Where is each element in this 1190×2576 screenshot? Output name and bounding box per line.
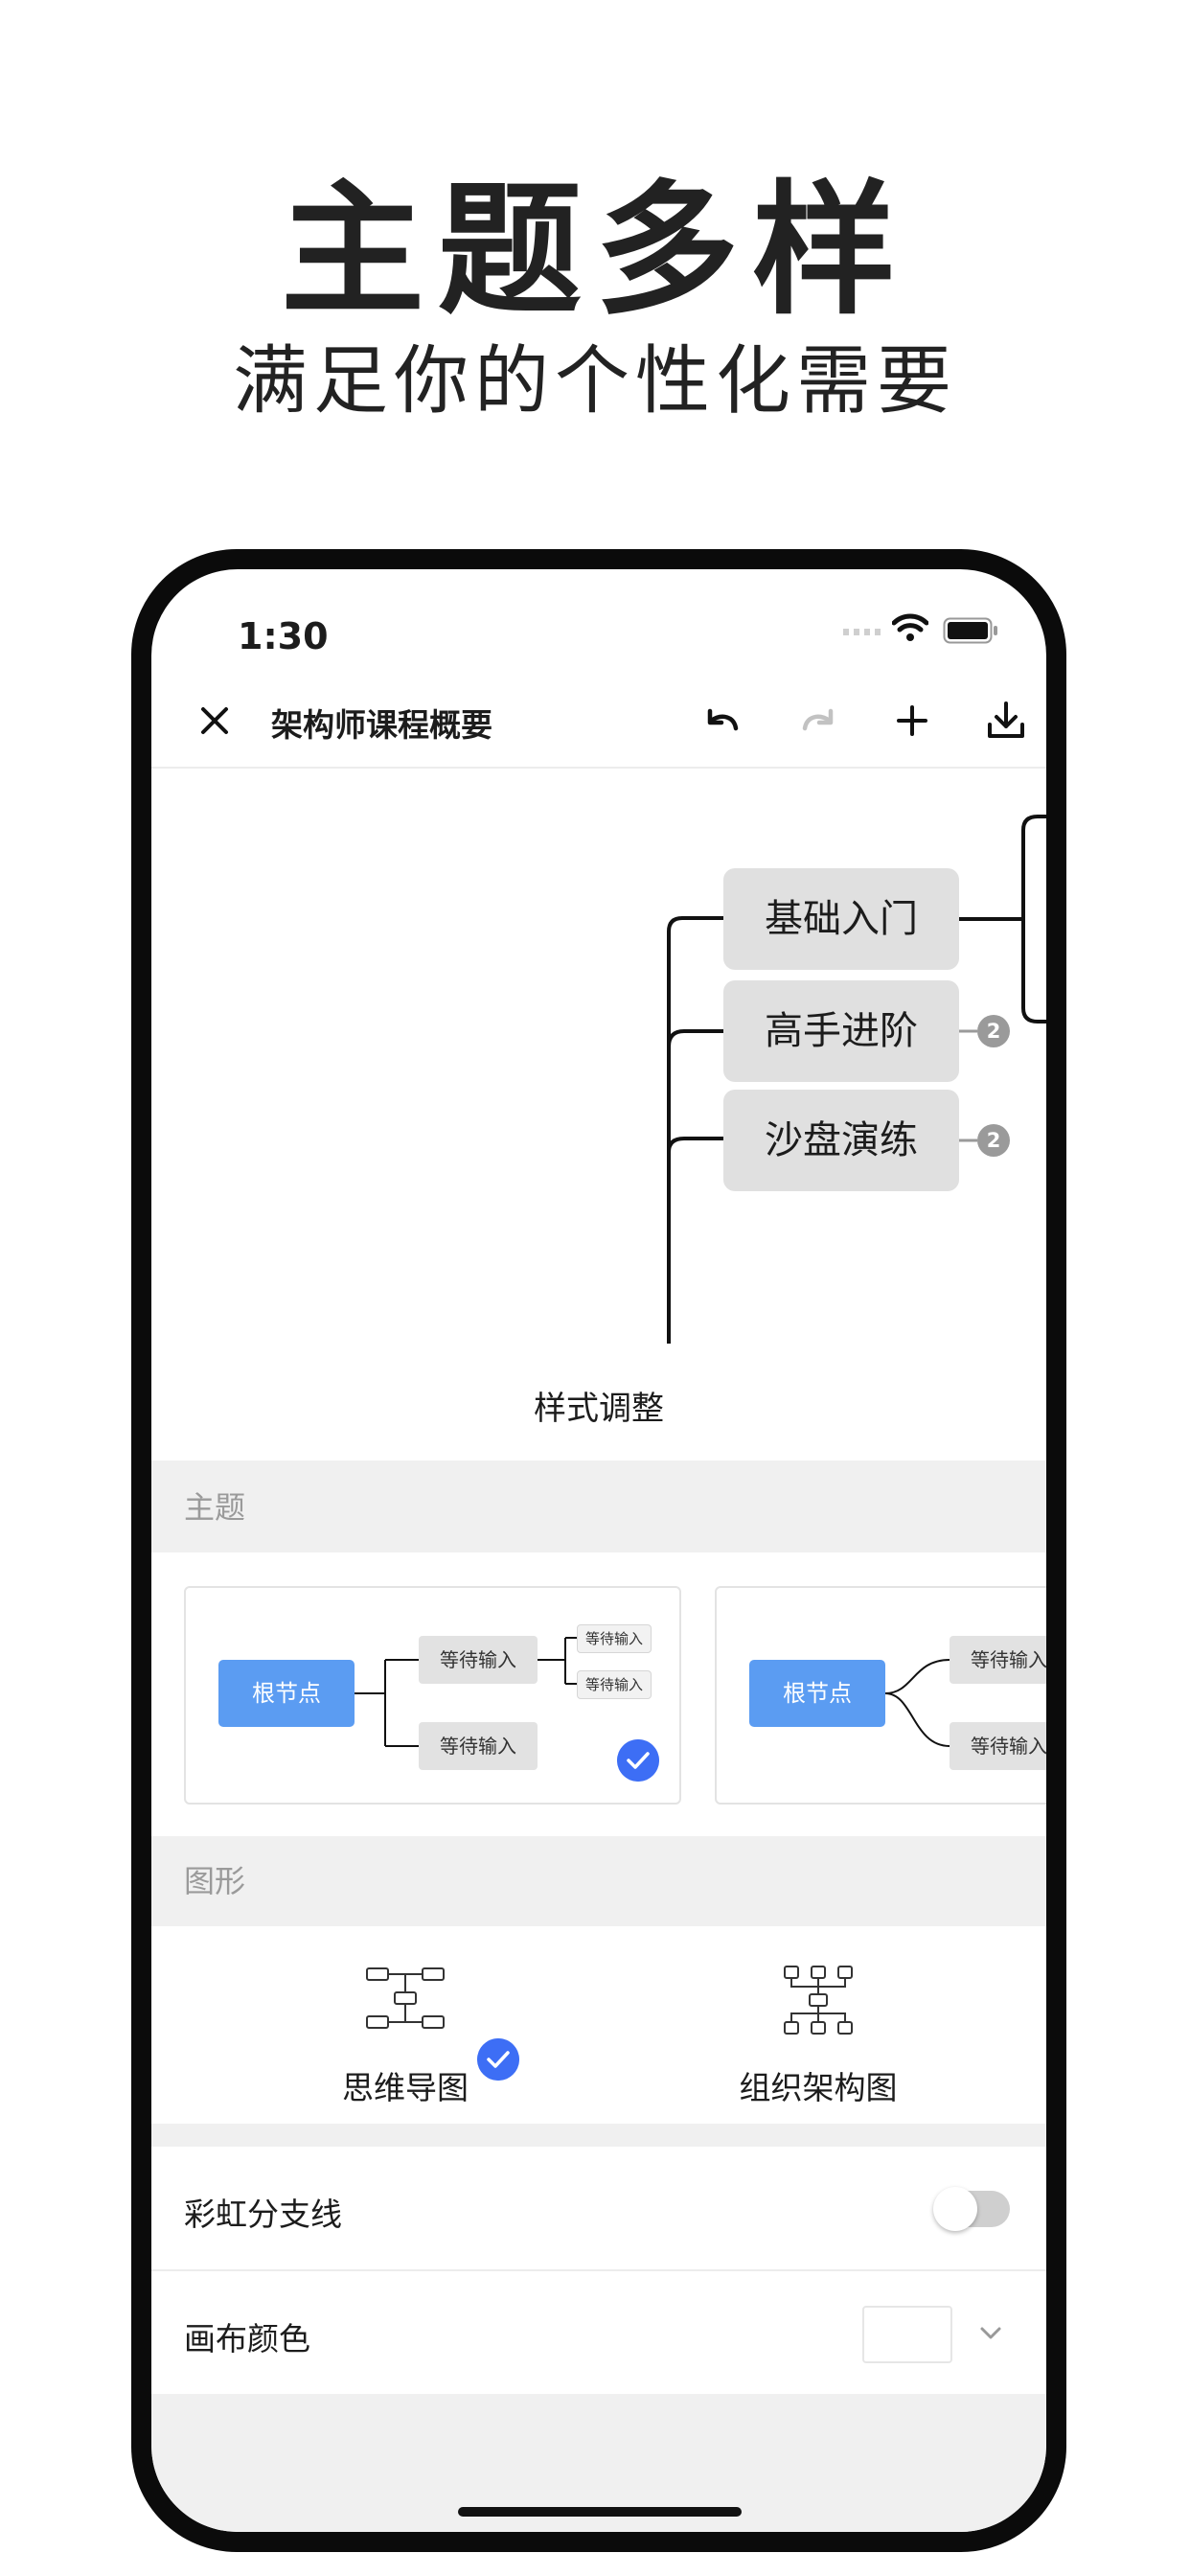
promo-title: 主题多样 (280, 168, 909, 334)
promo-subtitle: 满足你的个性化需要 (232, 338, 957, 425)
theme-list[interactable]: 根节点 等待输入 等待输入 等待输入 等待输入 根节点 等待输入 等待输入 (151, 1552, 1046, 1836)
theme-leaf: 等待输入 (950, 1722, 1046, 1770)
style-sheet: 样式调整 主题 根节点 等待输入 等待输入 等待输入 等待输入 (151, 1357, 1046, 2532)
shape-options: 思维导图 组织架构图 (151, 1926, 1046, 2124)
theme-card-selected[interactable]: 根节点 等待输入 等待输入 等待输入 等待输入 (184, 1586, 681, 1805)
nav-bar: 架构师课程概要 (151, 675, 1046, 769)
signal-icon (843, 629, 881, 635)
rainbow-branch-toggle[interactable] (933, 2187, 1010, 2231)
status-time: 1:30 (238, 615, 329, 657)
shape-option-mindmap[interactable]: 思维导图 (281, 1965, 530, 2106)
theme-leaf: 等待输入 (419, 1636, 538, 1684)
theme-leaf: 等待输入 (419, 1722, 538, 1770)
download-icon[interactable] (983, 698, 1029, 744)
wifi-icon (892, 613, 928, 641)
child-count-badge[interactable]: 2 (977, 1015, 1010, 1047)
chevron-down-icon[interactable] (977, 2319, 1004, 2346)
sheet-title: 样式调整 (151, 1357, 1046, 1460)
child-count-badge[interactable]: 2 (977, 1124, 1010, 1157)
phone-screen: 1:30 架构师课程概要 (151, 569, 1046, 2532)
redo-icon[interactable] (795, 698, 841, 744)
add-icon[interactable] (889, 698, 935, 744)
shape-label: 组织架构图 (739, 2069, 898, 2106)
selected-check-icon (617, 1739, 659, 1782)
toggle-knob (933, 2187, 977, 2231)
mindmap-node[interactable]: 高手进阶 (723, 980, 959, 1082)
section-label-shape: 图形 (184, 1863, 246, 1899)
orgchart-icon (784, 1966, 853, 2035)
section-label-theme: 主题 (184, 1489, 246, 1526)
mindmap-canvas[interactable]: 基础入门 高手进阶 2 沙盘演练 2 (151, 769, 1046, 1357)
mindmap-node[interactable]: 沙盘演练 (723, 1090, 959, 1191)
theme-connector-lines (884, 1659, 950, 1747)
undo-icon[interactable] (699, 698, 745, 744)
canvas-color-row[interactable]: 画布颜色 (151, 2271, 1046, 2394)
selected-check-icon (477, 2038, 519, 2081)
battery-icon (943, 617, 997, 644)
document-title: 架构师课程概要 (271, 706, 492, 744)
mindmap-node[interactable]: 基础入门 (723, 868, 959, 970)
rainbow-branch-row: 彩虹分支线 (151, 2147, 1046, 2271)
rainbow-branch-label: 彩虹分支线 (184, 2196, 342, 2233)
shape-label: 思维导图 (342, 2069, 469, 2106)
home-indicator (458, 2507, 742, 2517)
theme-leaf: 等待输入 (950, 1636, 1046, 1684)
canvas-color-label: 画布颜色 (184, 2320, 310, 2358)
status-bar: 1:30 (151, 569, 1046, 675)
mindmap-icon (366, 1967, 445, 2029)
canvas-color-swatch[interactable] (862, 2306, 952, 2363)
root-node: 根节点 (749, 1660, 885, 1727)
theme-connector-lines (355, 1637, 577, 1747)
close-icon[interactable] (192, 698, 238, 744)
theme-sub-leaf: 等待输入 (577, 1670, 652, 1699)
shape-option-orgchart[interactable]: 组织架构图 (694, 1965, 943, 2106)
theme-sub-leaf: 等待输入 (577, 1624, 652, 1653)
root-node: 根节点 (218, 1660, 355, 1727)
phone-frame: 1:30 架构师课程概要 (131, 549, 1066, 2552)
branch-lines (667, 815, 1046, 1344)
theme-card-curved[interactable]: 根节点 等待输入 等待输入 (715, 1586, 1046, 1805)
